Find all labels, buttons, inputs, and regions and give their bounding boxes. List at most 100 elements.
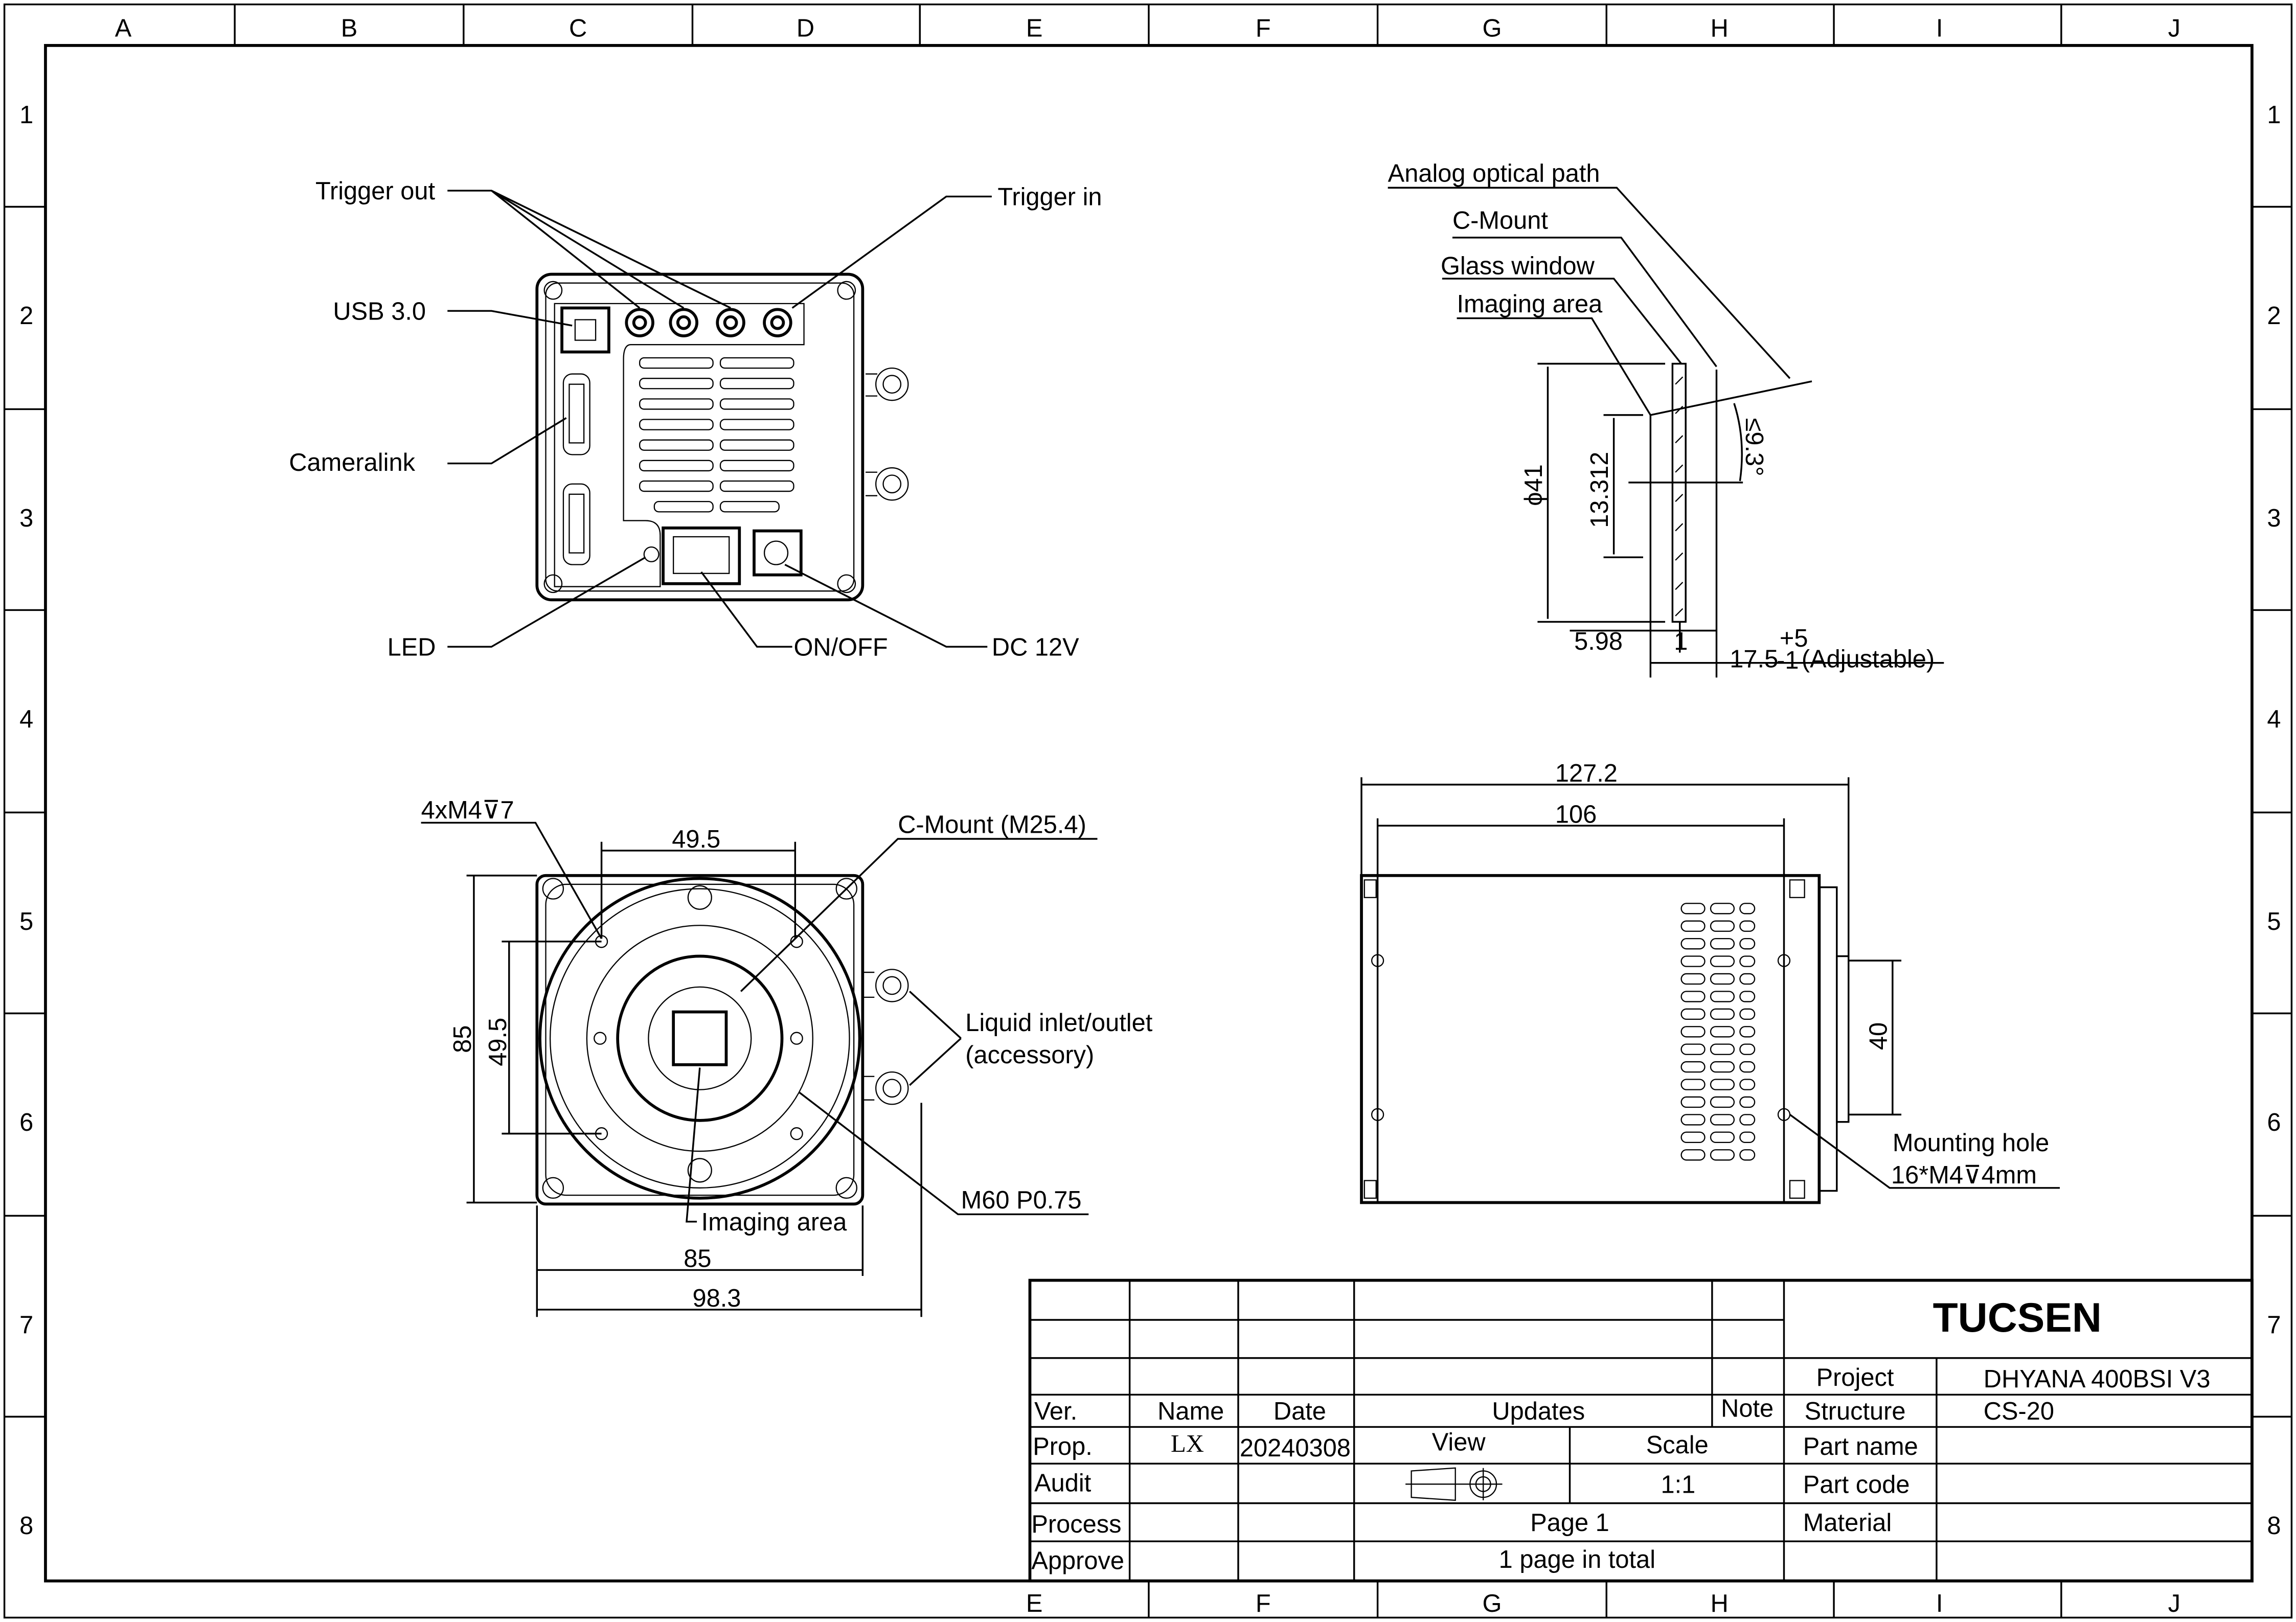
row-label: 2 [19, 302, 33, 330]
label-adjustable: (Adjustable) [1802, 645, 1935, 673]
side-view: 127.2 106 40 Mounting hole 16*M4⊽4mm [1360, 760, 2060, 1204]
projection-symbol-icon [1405, 1467, 1503, 1501]
col-label: G [1482, 15, 1502, 42]
row-label: 3 [19, 505, 33, 532]
label-mounting-hole: Mounting hole [1893, 1129, 2049, 1157]
company-logo: TUCSEN [1933, 1295, 2102, 1341]
col-label: F [1256, 15, 1271, 42]
col-label: D [797, 15, 814, 42]
process-label: Process [1031, 1511, 1121, 1538]
dim-diameter-41: ϕ41 [1520, 464, 1548, 506]
dim-height-85: 85 [449, 1025, 476, 1053]
dim-length-106: 106 [1555, 801, 1597, 828]
dim-hole-spacing-v: 49.5 [484, 1018, 512, 1066]
prop-date: 20240308 [1240, 1434, 1351, 1462]
dim-flange-distance: 17.5 [1730, 645, 1778, 673]
cameralink-ports [562, 373, 590, 565]
col-label: G [1482, 1590, 1502, 1617]
note-header: Note [1721, 1395, 1774, 1422]
row-label: 2 [2267, 302, 2281, 330]
audit-label: Audit [1034, 1470, 1092, 1497]
page-total: 1 page in total [1499, 1546, 1655, 1573]
row-label: 7 [19, 1311, 33, 1339]
dim-mount-40: 40 [1865, 1022, 1892, 1050]
vent-grille [639, 357, 794, 513]
label-trigger-in: Trigger in [997, 184, 1102, 211]
label-led: LED [388, 633, 436, 661]
front-view: 4xM4⊽7 C-Mount (M25.4) 49.5 85 49.5 85 9… [421, 796, 1153, 1317]
dim-tolerance-minus: -1 [1777, 647, 1799, 674]
date-header: Date [1274, 1398, 1326, 1425]
project-label: Project [1816, 1364, 1894, 1391]
dim-angle: ≤9.3° [1740, 418, 1768, 476]
row-label: 1 [19, 101, 33, 129]
row-label: 1 [2267, 101, 2281, 129]
col-label: I [1936, 1590, 1943, 1617]
dim-width-983: 98.3 [692, 1285, 741, 1312]
col-label: H [1711, 15, 1729, 42]
label-glass-window: Glass window [1441, 252, 1595, 280]
power-switch-icon [662, 526, 741, 585]
col-label: F [1256, 1590, 1271, 1617]
row-label: 4 [2267, 705, 2281, 733]
col-label: E [1026, 1590, 1043, 1617]
label-liquid: Liquid inlet/outlet [965, 1009, 1153, 1037]
label-dc: DC 12V [992, 633, 1079, 661]
approve-label: Approve [1031, 1547, 1124, 1575]
material-label: Material [1803, 1509, 1892, 1537]
label-thread: M60 P0.75 [961, 1186, 1082, 1214]
col-label: I [1936, 15, 1943, 42]
scale-value: 1:1 [1661, 1471, 1695, 1499]
col-label: J [2168, 1590, 2180, 1617]
col-label: J [2168, 15, 2180, 42]
label-trigger-out: Trigger out [315, 177, 435, 205]
row-label: 7 [2267, 1311, 2281, 1339]
label-c-mount: C-Mount [1452, 207, 1548, 235]
updates-header: Updates [1492, 1398, 1585, 1425]
label-analog-optical-path: Analog optical path [1388, 160, 1600, 188]
trigger-connectors [625, 308, 792, 337]
dim-length-1272: 127.2 [1555, 760, 1618, 787]
label-cameralink: Cameralink [289, 449, 415, 476]
col-label: H [1711, 1590, 1729, 1617]
part-code-label: Part code [1803, 1471, 1910, 1499]
col-label: B [341, 15, 358, 42]
row-label: 5 [2267, 908, 2281, 935]
back-view: Trigger out Trigger in USB 3.0 Cameralin… [289, 177, 1102, 661]
dim-tolerance-plus: +5 [1780, 625, 1808, 652]
title-block: TUCSEN Project DHYANA 400BSI V3 Structur… [1028, 1278, 2254, 1583]
name-header: Name [1157, 1398, 1224, 1425]
label-c-mount-m254: C-Mount (M25.4) [898, 811, 1086, 839]
prop-name: LX [1171, 1430, 1204, 1457]
side-vent-slots [1680, 903, 1756, 1161]
row-label: 6 [19, 1109, 33, 1136]
col-label: E [1026, 15, 1043, 42]
drawing-frame: A B C D E F G H I J E F G H I J 1 2 3 4 … [3, 3, 2293, 1619]
label-imaging-area: Imaging area [1457, 290, 1603, 318]
label-imaging-area-front: Imaging area [701, 1208, 848, 1236]
scale-label: Scale [1646, 1431, 1709, 1459]
col-label: C [569, 15, 587, 42]
label-holes: 4xM4⊽7 [421, 796, 514, 824]
row-label: 8 [19, 1512, 33, 1540]
dim-598: 5.98 [1574, 628, 1623, 655]
row-label: 3 [2267, 505, 2281, 532]
structure-value: CS-20 [1984, 1398, 2054, 1425]
prop-label: Prop. [1033, 1433, 1093, 1460]
row-label: 6 [2267, 1109, 2281, 1136]
optical-path-view: Analog optical path C-Mount Glass window… [1388, 160, 1944, 678]
col-label: A [115, 15, 132, 42]
dim-glass-thickness: 1 [1674, 628, 1688, 655]
project-value: DHYANA 400BSI V3 [1984, 1365, 2211, 1393]
led-icon [643, 546, 660, 562]
label-mounting-spec: 16*M4⊽4mm [1891, 1161, 2037, 1189]
structure-label: Structure [1805, 1398, 1906, 1425]
row-label: 8 [2267, 1512, 2281, 1540]
dim-width-85: 85 [684, 1245, 711, 1273]
label-accessory: (accessory) [965, 1041, 1094, 1069]
usb-port-icon [560, 306, 610, 354]
dc-jack-icon [753, 529, 803, 577]
dim-sensor-13312: 13.312 [1586, 452, 1613, 528]
row-label: 5 [19, 908, 33, 935]
